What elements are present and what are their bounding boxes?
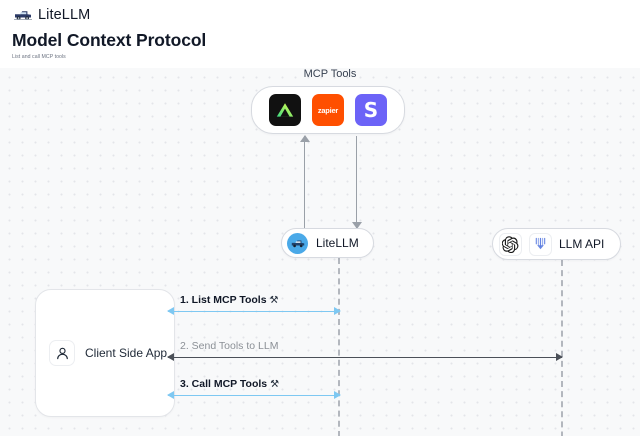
- arrow-stem: [304, 136, 306, 228]
- message-line: [168, 357, 562, 359]
- diagram-canvas: Client Side App LiteLLM: [0, 68, 640, 436]
- page-subtitle: List and call MCP tools: [12, 54, 66, 60]
- user-person-icon: [49, 340, 75, 366]
- arrow-mcp-to-litellm: [352, 136, 362, 229]
- litellm-avatar-icon: [287, 232, 308, 254]
- mcp-tools-label: MCP Tools: [303, 68, 357, 80]
- page-heading: Model Context Protocol List and call MCP…: [12, 30, 206, 60]
- lifeline-litellm: [338, 258, 340, 436]
- tools-emoji-icon: ⚒: [270, 379, 280, 390]
- message-1-label: 1. List MCP Tools⚒: [180, 293, 279, 308]
- brand-name: LiteLLM: [38, 7, 91, 23]
- gemini-logo-icon: [529, 232, 552, 256]
- zapier-wordmark: zapier: [317, 105, 339, 115]
- message-line: [168, 395, 340, 397]
- slack-letter: S: [363, 98, 379, 122]
- openai-logo-icon: [499, 232, 522, 256]
- arrow-head-right: [334, 391, 341, 399]
- brand[interactable]: LiteLLM: [14, 7, 90, 23]
- node-litellm-label: LiteLLM: [316, 236, 359, 250]
- zapier-icon[interactable]: zapier: [312, 94, 344, 126]
- mcp-tools-box[interactable]: zapier S: [251, 86, 405, 134]
- message-3-text: 3. Call MCP Tools: [180, 378, 268, 390]
- message-1: 1. List MCP Tools⚒: [167, 293, 341, 319]
- arrow-litellm-to-mcp: [300, 135, 310, 228]
- arrow-head-up: [300, 135, 310, 142]
- arrow-head-right: [556, 353, 563, 361]
- node-llm-api-label: LLM API: [559, 237, 605, 251]
- lifeline-llm-api: [561, 260, 563, 436]
- message-1-text: 1. List MCP Tools: [180, 294, 267, 306]
- slack-s-icon[interactable]: S: [355, 94, 387, 126]
- node-client-label: Client Side App: [85, 346, 168, 360]
- message-2: 2. Send Tools to LLM: [167, 339, 563, 365]
- arrow-head-down: [352, 222, 362, 229]
- linear-triangle-icon[interactable]: [269, 94, 301, 126]
- arrow-head-right: [334, 307, 341, 315]
- message-3-label: 3. Call MCP Tools⚒: [180, 377, 279, 392]
- page-title: Model Context Protocol: [12, 30, 207, 50]
- tools-emoji-icon: ⚒: [269, 295, 279, 306]
- arrow-stem: [356, 136, 358, 228]
- message-2-label: 2. Send Tools to LLM: [180, 340, 279, 352]
- node-llm-api[interactable]: LLM API: [492, 228, 622, 260]
- top-bar: LiteLLM: [0, 0, 640, 30]
- node-litellm[interactable]: LiteLLM: [281, 228, 374, 258]
- node-client-side-app[interactable]: Client Side App: [35, 289, 175, 417]
- message-line: [168, 311, 340, 313]
- truck-logo-icon: [14, 8, 32, 22]
- message-3: 3. Call MCP Tools⚒: [167, 377, 341, 403]
